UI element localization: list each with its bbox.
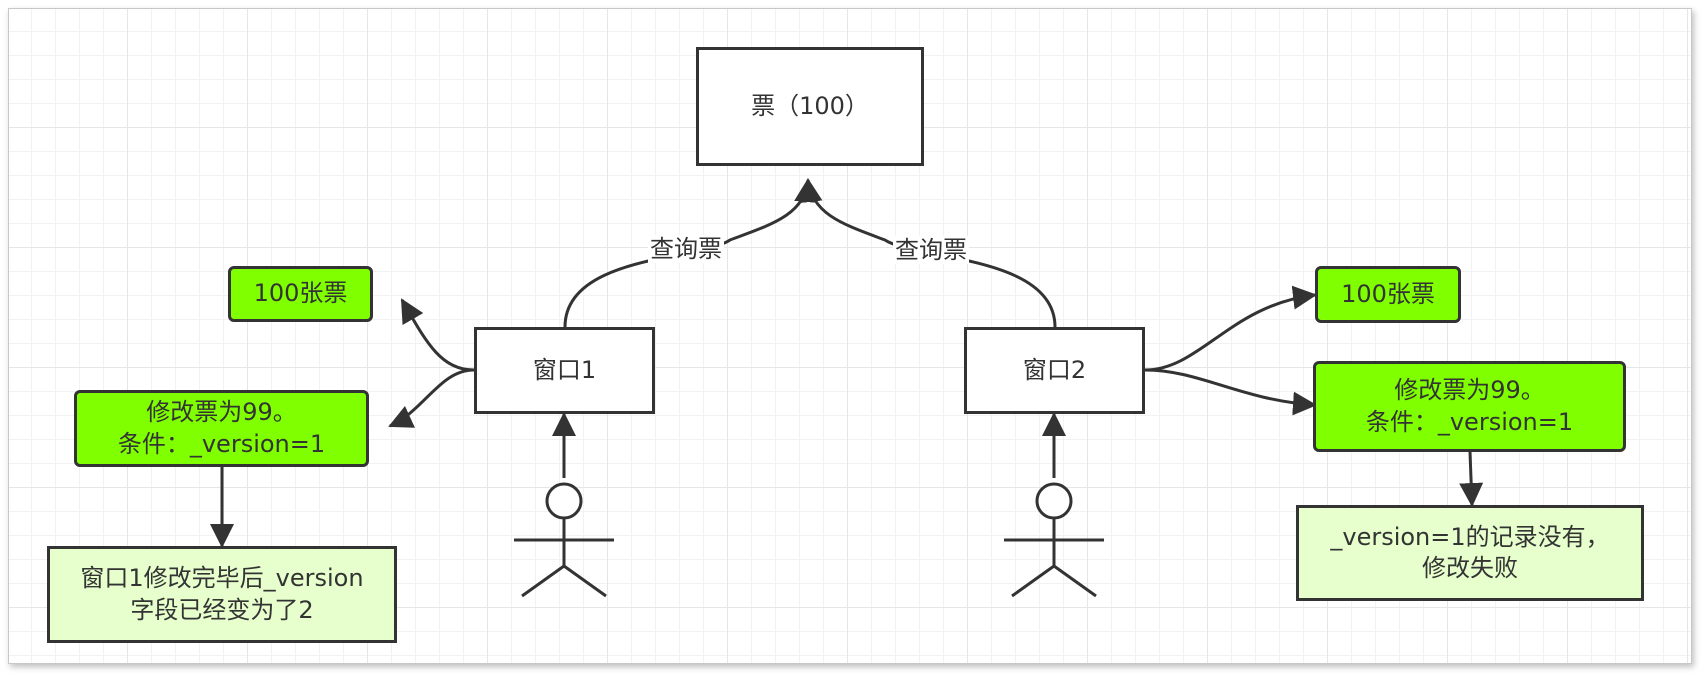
ticket-label: 票（100） bbox=[751, 91, 869, 120]
result2-count-node: 100张票 bbox=[1315, 266, 1461, 323]
result2-update-line2: 条件：_version=1 bbox=[1365, 407, 1574, 436]
edge-label-query-2: 查询票 bbox=[893, 236, 969, 264]
result1-count-node: 100张票 bbox=[228, 266, 373, 322]
actor-2-icon bbox=[1004, 482, 1104, 598]
result1-update-line2: 条件：_version=1 bbox=[117, 429, 326, 458]
window1-label: 窗口1 bbox=[532, 355, 597, 384]
edge-window1-update bbox=[388, 368, 475, 428]
result2-update-line1: 修改票为99。 bbox=[1394, 376, 1545, 405]
result2-count-label: 100张票 bbox=[1341, 279, 1435, 308]
edge-label-query-1: 查询票 bbox=[648, 235, 724, 263]
note2-node: _version=1的记录没有， 修改失败 bbox=[1296, 505, 1644, 601]
edge-window1-count bbox=[400, 298, 475, 372]
window2-node: 窗口2 bbox=[964, 327, 1145, 414]
result1-update-line1: 修改票为99。 bbox=[146, 398, 297, 427]
actor-1-icon bbox=[514, 482, 614, 598]
ticket-node: 票（100） bbox=[696, 47, 924, 166]
edge-update2-note2 bbox=[1459, 451, 1484, 507]
edge-window2-count bbox=[1144, 285, 1317, 372]
note2-line2: 修改失败 bbox=[1422, 554, 1518, 582]
note1-node: 窗口1修改完毕后_version 字段已经变为了2 bbox=[47, 546, 397, 643]
result1-update-node: 修改票为99。 条件：_version=1 bbox=[74, 390, 369, 467]
result1-count-label: 100张票 bbox=[253, 279, 348, 308]
note1-line2: 字段已经变为了2 bbox=[130, 595, 314, 624]
edge-window2-update bbox=[1144, 368, 1317, 416]
note1-line1: 窗口1修改完毕后_version bbox=[80, 564, 364, 593]
window2-label: 窗口2 bbox=[1022, 355, 1087, 384]
result2-update-node: 修改票为99。 条件：_version=1 bbox=[1313, 361, 1626, 452]
window1-node: 窗口1 bbox=[474, 327, 655, 414]
note2-line1: _version=1的记录没有， bbox=[1330, 522, 1610, 551]
